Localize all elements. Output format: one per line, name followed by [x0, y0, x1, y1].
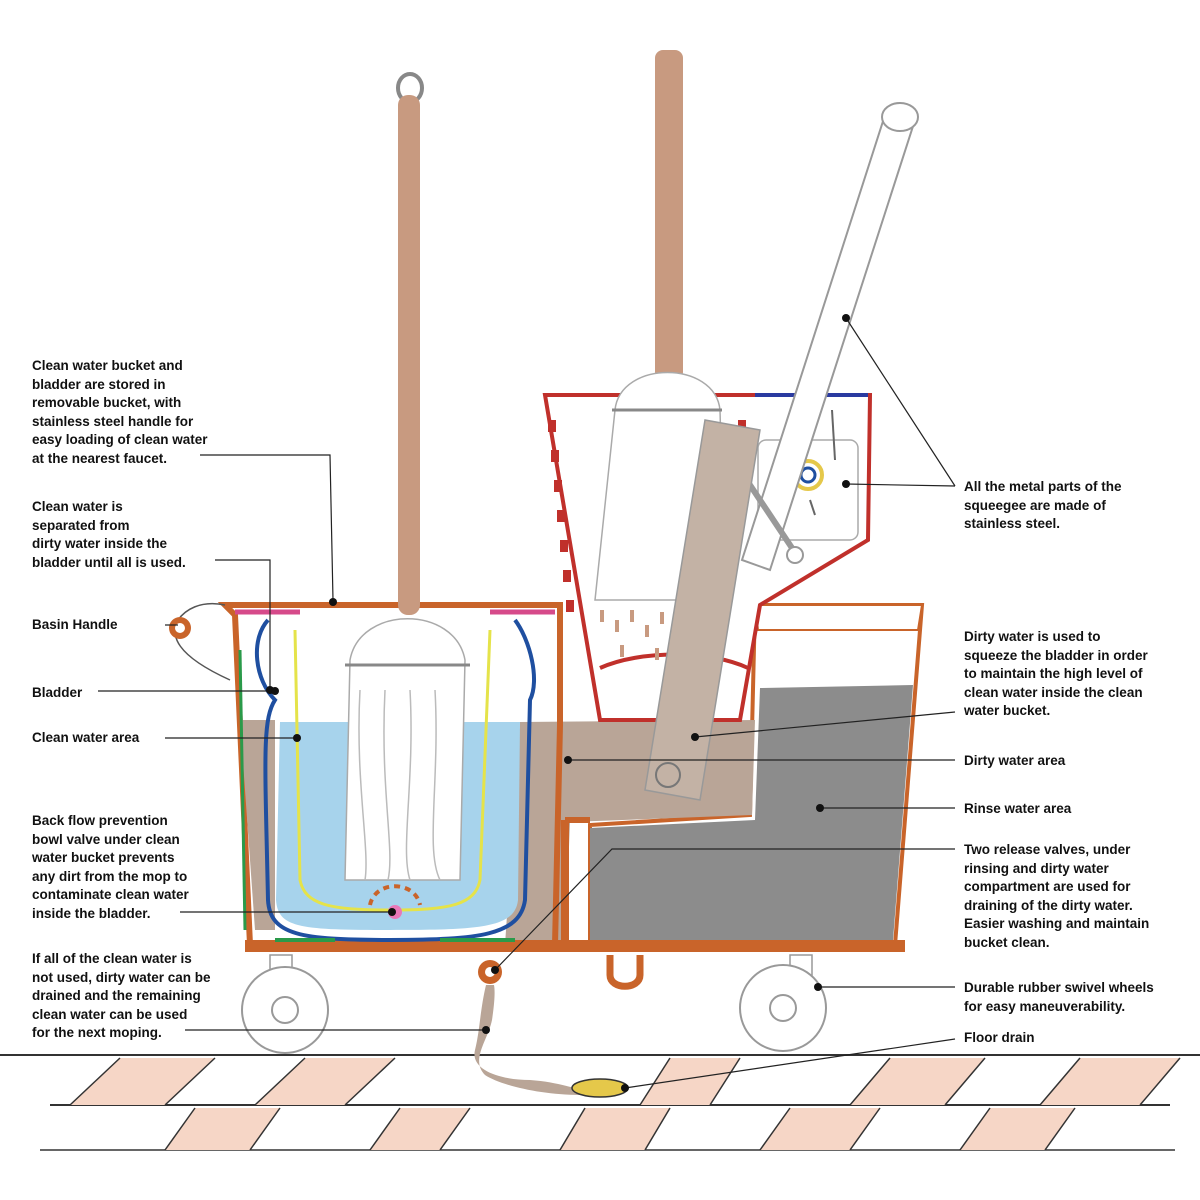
- label-rinse-water-area: Rinse water area: [964, 801, 1072, 816]
- wringer-mop: [594, 50, 761, 801]
- left-wheel: [241, 954, 329, 1054]
- label-clean-water-area: Clean water area: [32, 730, 140, 745]
- clean-side-mop: [344, 72, 470, 881]
- leader-lines: [98, 317, 956, 1089]
- label-dirty-water-area: Dirty water area: [964, 753, 1066, 768]
- basin-handle: [169, 603, 231, 681]
- label-release-valves: Two release valves, under rinsing and di…: [964, 842, 1150, 950]
- label-squeeze: Dirty water is used to squeeze the bladd…: [964, 629, 1148, 718]
- label-drain-remaining: If all of the clean water is not used, d…: [32, 951, 211, 1040]
- label-metal-parts: All the metal parts of the squeegee are …: [964, 479, 1122, 531]
- label-bladder: Bladder: [32, 685, 83, 700]
- drain-valves: [478, 955, 644, 990]
- tiled-floor: [0, 1054, 1200, 1151]
- leader-dots: [266, 314, 850, 1092]
- label-floor-drain: Floor drain: [964, 1030, 1035, 1045]
- label-wheels: Durable rubber swivel wheels for easy ma…: [964, 980, 1154, 1014]
- label-separated: Clean water is separated from dirty wate…: [32, 499, 186, 570]
- draining-water-stream: [474, 985, 629, 1098]
- label-backflow: Back flow prevention bowl valve under cl…: [32, 813, 189, 921]
- label-clean-bucket: Clean water bucket and bladder are store…: [32, 358, 208, 466]
- label-basin-handle: Basin Handle: [32, 617, 118, 632]
- right-wheel: [739, 954, 827, 1052]
